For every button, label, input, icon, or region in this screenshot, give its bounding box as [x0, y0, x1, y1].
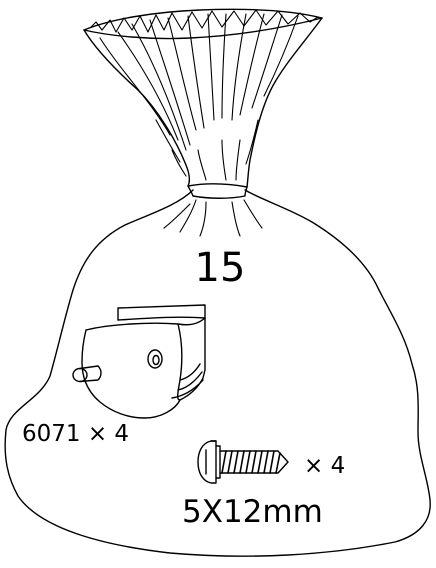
rim-ruffle — [90, 10, 318, 32]
bag-neck — [84, 18, 322, 187]
bag-number: 15 — [195, 245, 246, 291]
tie-band — [188, 184, 247, 198]
bracket-part-illustration — [73, 305, 205, 418]
screw-size-label: 5X12mm — [182, 494, 323, 530]
bag-folds — [164, 200, 262, 236]
screw-count-label: × 4 — [304, 453, 345, 479]
screw-part-illustration — [198, 441, 288, 483]
bracket-part-label: 6071 × 4 — [22, 421, 129, 447]
